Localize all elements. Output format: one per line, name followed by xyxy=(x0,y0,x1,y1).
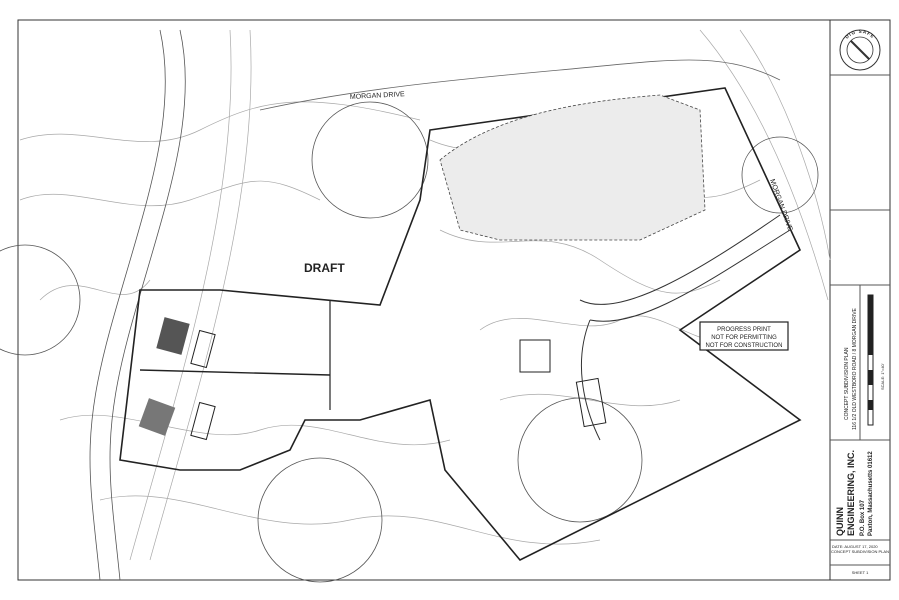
contour-lines xyxy=(19,29,831,561)
date-text: DATE: AUGUST 17, 2020 xyxy=(832,544,878,549)
draft-label: DRAFT xyxy=(304,261,345,275)
project-address: 116 1/2 OLD WESTBORO ROAD / 8 MORGAN DRI… xyxy=(852,307,858,430)
dig-safe-inner-ring xyxy=(846,36,874,64)
scale-bar xyxy=(867,294,874,426)
building xyxy=(190,329,216,369)
sheet-border xyxy=(17,19,891,581)
notice-line: NOT FOR PERMITTING xyxy=(711,335,777,341)
building xyxy=(519,339,551,373)
driveway xyxy=(580,319,601,441)
project-title: CONCEPT SUBDIVISION PLAN xyxy=(844,347,850,420)
driveway xyxy=(589,229,791,322)
property-boundary xyxy=(119,87,802,561)
sheet-title: CONCEPT SUBDIVISION PLAN xyxy=(831,549,889,554)
company-name: ENGINEERING, INC. xyxy=(846,450,856,536)
dig-safe-text: DIG SAFE xyxy=(844,29,876,40)
building xyxy=(190,401,216,441)
notice-line: NOT FOR CONSTRUCTION xyxy=(706,343,783,349)
old-westboro-road-edge xyxy=(109,29,186,581)
radius-circles xyxy=(0,101,819,583)
road-edge xyxy=(89,29,166,581)
notice-line: PROGRESS PRINT xyxy=(717,327,771,333)
company-name: QUINN xyxy=(835,507,845,536)
sheet-number: SHEET 1 xyxy=(852,570,869,575)
lot-line xyxy=(139,369,331,376)
company-city: Paxton, Massachusetts 01612 xyxy=(868,451,874,536)
dig-safe-slash xyxy=(850,40,870,60)
road-label-top: MORGAN DRIVE xyxy=(350,91,405,101)
building xyxy=(156,317,190,355)
wetland-area xyxy=(439,94,706,241)
driveway xyxy=(579,214,781,305)
dig-safe-logo xyxy=(839,29,881,71)
scale-text: SCALE: 1"=40' xyxy=(880,363,885,390)
title-block: DIG SAFE CONCEPT SUBDIVISION PLAN 116 1/… xyxy=(830,29,890,575)
building xyxy=(575,377,607,428)
progress-print-notice xyxy=(699,321,789,351)
building xyxy=(138,398,176,436)
company-po-box: P.O. Box 107 xyxy=(860,499,866,536)
dig-safe-text-path: DIG SAFE xyxy=(844,29,875,40)
morgan-drive-edge xyxy=(259,59,781,111)
